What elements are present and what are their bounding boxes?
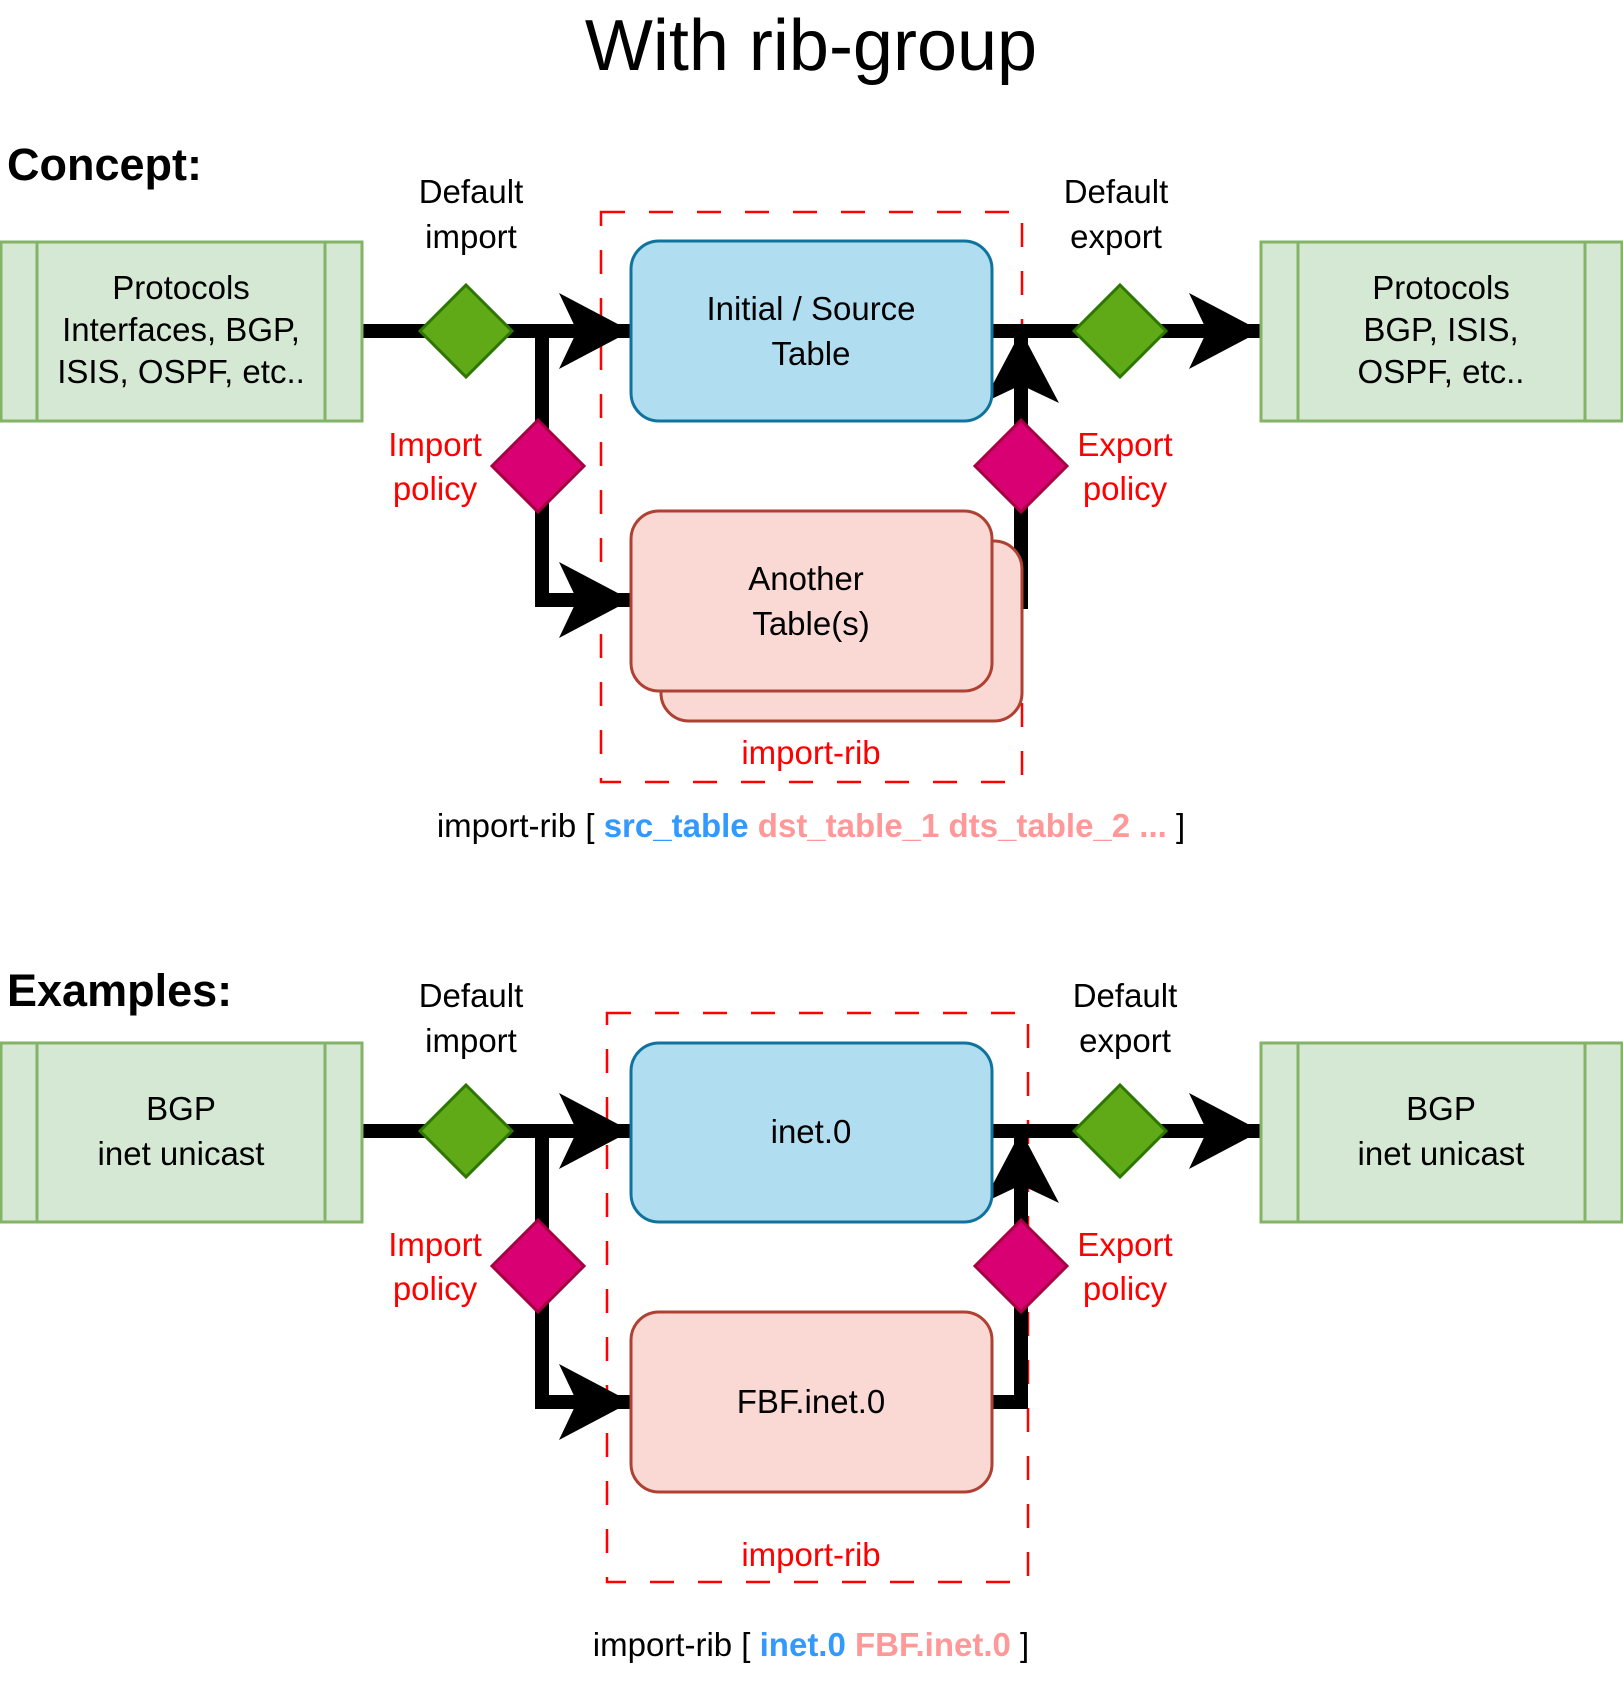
command-prefix: import-rib [ (437, 807, 604, 844)
default-export-label: export (1079, 1022, 1171, 1059)
default-import-label: Default (419, 977, 524, 1014)
import-rib-group-border (605, 1011, 1030, 1584)
table-label: Initial / Source (706, 290, 915, 327)
box-line: BGP, ISIS, (1363, 311, 1518, 348)
box-line: BGP (1406, 1090, 1476, 1127)
concept-other-tables: Another Table(s) (629, 509, 1024, 723)
table-label: Another (748, 560, 864, 597)
table-label: FBF.inet.0 (737, 1383, 886, 1420)
table-label: Table(s) (752, 605, 869, 642)
import-policy-diamond (489, 417, 587, 515)
box-line: inet unicast (98, 1135, 265, 1172)
default-export-label: export (1070, 218, 1162, 255)
default-export-diamond (1071, 1082, 1169, 1180)
box-line: Protocols (112, 269, 250, 306)
command-suffix: ] (1011, 1626, 1029, 1663)
import-rib-group-label: import-rib (741, 734, 880, 771)
default-import-diamond (417, 1082, 515, 1180)
import-policy-label: Import (388, 1226, 482, 1263)
examples-destination-protocols-box: BGP inet unicast (1259, 1041, 1623, 1224)
default-import-label: Default (419, 173, 524, 210)
import-policy-label: policy (393, 1270, 478, 1307)
concept-source-table: Initial / Source Table (629, 239, 994, 423)
command-source-table: src_table (604, 807, 749, 844)
concept-section: Concept: Protocols Interfaces, BGP, ISIS… (0, 139, 1623, 844)
import-rib-group-border (599, 210, 1024, 784)
export-policy-label: Export (1077, 426, 1172, 463)
default-import-diamond (417, 282, 515, 380)
default-export-label: Default (1073, 977, 1178, 1014)
box-line: OSPF, etc.. (1358, 353, 1525, 390)
examples-other-table: FBF.inet.0 (629, 1310, 994, 1494)
examples-section: Examples: BGP inet unicast BGP inet unic… (0, 965, 1623, 1663)
table-label: inet.0 (771, 1113, 852, 1150)
concept-source-protocols-box: Protocols Interfaces, BGP, ISIS, OSPF, e… (0, 240, 364, 423)
import-branch-arrow (535, 331, 631, 638)
export-policy-diamond (972, 417, 1070, 515)
default-import-label: import (425, 218, 517, 255)
command-destination-tables: dst_table_1 dts_table_2 ... (749, 807, 1167, 844)
box-line: Interfaces, BGP, (62, 311, 300, 348)
command-destination-tables: FBF.inet.0 (846, 1626, 1011, 1663)
box-line: inet unicast (1358, 1135, 1525, 1172)
box-line: BGP (146, 1090, 216, 1127)
export-policy-label: policy (1083, 1270, 1168, 1307)
export-policy-diamond (972, 1217, 1070, 1315)
export-policy-label: policy (1083, 470, 1168, 507)
stacked-table-front (629, 509, 994, 693)
import-rib-group-label: import-rib (741, 1536, 880, 1573)
examples-command: import-rib [ inet.0 FBF.inet.0 ] (593, 1626, 1029, 1663)
import-policy-label: policy (393, 470, 478, 507)
import-branch-arrow (535, 1131, 631, 1440)
table-label: Table (772, 335, 851, 372)
export-policy-label: Export (1077, 1226, 1172, 1263)
command-suffix: ] (1167, 807, 1185, 844)
command-source-table: inet.0 (760, 1626, 846, 1663)
examples-heading: Examples: (7, 965, 232, 1016)
diagram-title: With rib-group (585, 6, 1037, 86)
box-line: Protocols (1372, 269, 1510, 306)
examples-source-protocols-box: BGP inet unicast (0, 1041, 364, 1224)
concept-destination-protocols-box: Protocols BGP, ISIS, OSPF, etc.. (1259, 240, 1623, 423)
box-line: ISIS, OSPF, etc.. (57, 353, 305, 390)
concept-heading: Concept: (7, 139, 202, 190)
default-export-label: Default (1064, 173, 1169, 210)
import-policy-label: Import (388, 426, 482, 463)
command-prefix: import-rib [ (593, 1626, 760, 1663)
examples-source-table: inet.0 (629, 1041, 994, 1224)
import-policy-diamond (489, 1217, 587, 1315)
concept-command: import-rib [ src_table dst_table_1 dts_t… (437, 807, 1185, 844)
default-export-diamond (1071, 282, 1169, 380)
default-import-label: import (425, 1022, 517, 1059)
